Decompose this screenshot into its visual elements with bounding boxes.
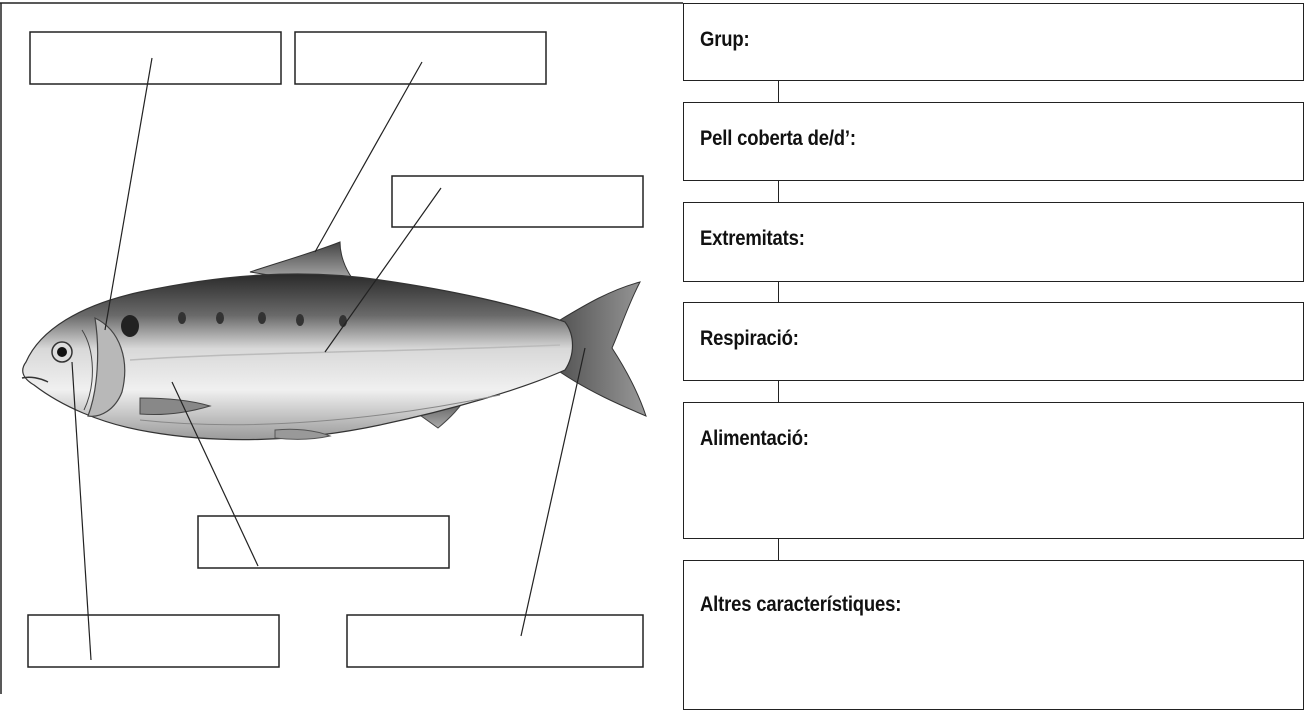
field-box-extremitats[interactable]: Extremitats:: [683, 202, 1304, 282]
label-box-bottom-right[interactable]: [346, 614, 644, 668]
label-box-bottom-left[interactable]: [27, 614, 280, 668]
fish-spot: [178, 312, 186, 324]
connector-line: [778, 381, 779, 403]
pectoral-fin: [139, 397, 212, 415]
leader-line-dorsal-fin: [314, 61, 423, 253]
field-box-alimentacio[interactable]: Alimentació:: [683, 402, 1304, 539]
leader-line-body: [324, 187, 442, 353]
connector-line: [778, 282, 779, 303]
field-box-altres[interactable]: Altres característiques:: [683, 560, 1304, 710]
fish-spot: [258, 312, 266, 324]
label-box-lower-middle[interactable]: [197, 515, 450, 569]
field-box-grup[interactable]: Grup:: [683, 3, 1304, 81]
fish-spot: [296, 314, 304, 326]
gill-cover: [87, 316, 126, 417]
field-box-respiracio[interactable]: Respiració:: [683, 302, 1304, 381]
gill-line: [81, 329, 93, 411]
connector-line: [778, 539, 779, 561]
fish-spot: [339, 315, 347, 327]
field-box-pell[interactable]: Pell coberta de/d’:: [683, 102, 1304, 181]
field-label-respiracio: Respiració:: [700, 327, 799, 350]
tail-fin: [559, 281, 647, 417]
lateral-line: [129, 344, 561, 361]
connector-line: [778, 81, 779, 103]
belly-line: [139, 394, 501, 426]
field-label-extremitats: Extremitats:: [700, 227, 805, 250]
fish-diagram: [0, 2, 683, 694]
label-box-upper-right[interactable]: [391, 175, 644, 228]
fish-pupil: [57, 347, 67, 357]
pelvic-fin: [274, 428, 332, 440]
connector-line: [778, 181, 779, 203]
fish-mouth: [21, 376, 49, 383]
leader-line-tail: [520, 347, 586, 637]
field-label-alimentacio: Alimentació:: [700, 427, 809, 450]
fish-illustration: [21, 241, 647, 441]
fish-spot: [216, 312, 224, 324]
label-box-top-left[interactable]: [29, 31, 282, 85]
fish-spot: [121, 315, 139, 337]
leader-line-pectoral-fin: [171, 381, 259, 567]
field-label-altres: Altres característiques:: [700, 593, 902, 616]
dorsal-fin: [249, 241, 353, 281]
label-box-top-middle[interactable]: [294, 31, 547, 85]
leader-line-head: [71, 361, 92, 661]
field-label-pell: Pell coberta de/d’:: [700, 127, 856, 150]
leader-line-gill: [104, 57, 153, 331]
field-label-grup: Grup:: [700, 28, 750, 51]
